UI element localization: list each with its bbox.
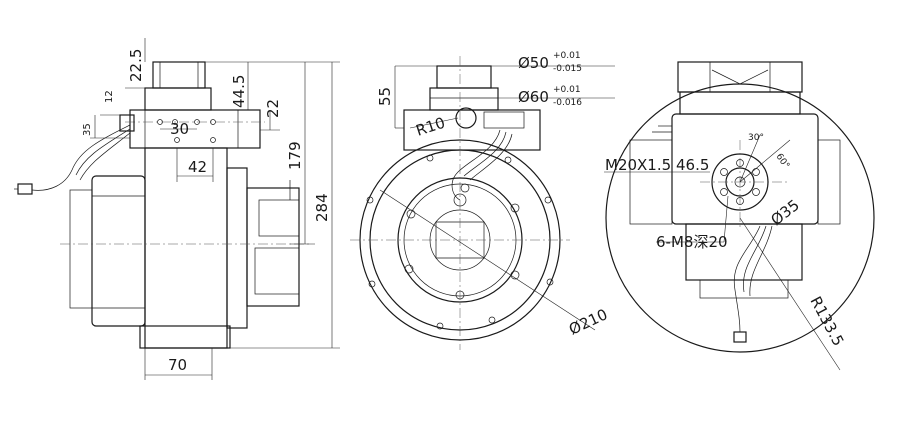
front-boss-flange bbox=[429, 87, 499, 111]
front-view: 55 Ø50 +0.01 -0.015 Ø60 +0.01 -0.016 R10… bbox=[350, 51, 615, 350]
detail-cable bbox=[733, 225, 761, 333]
gearbox bbox=[246, 187, 300, 307]
dim-phi50: Ø50 bbox=[518, 54, 549, 72]
side-view: 22.5 12 35 30 44.5 22 42 179 284 bbox=[14, 38, 340, 380]
side-cable bbox=[31, 124, 131, 191]
dim-r10: R10 bbox=[414, 114, 448, 140]
shaft-top-block bbox=[152, 61, 206, 89]
dim-angle-60: 60° bbox=[774, 152, 791, 171]
dim-30: 30 bbox=[170, 120, 189, 138]
dim-phi60: Ø60 bbox=[518, 88, 549, 106]
dim-12: 12 bbox=[104, 90, 115, 103]
detail-view: 30° 60° M20X1.5 46.5 Ø35 6-M8深20 R133.5 bbox=[604, 61, 875, 371]
detail-left-side bbox=[629, 139, 673, 225]
dim-44-5: 44.5 bbox=[230, 75, 248, 108]
cable-connector bbox=[17, 183, 33, 195]
dim-284: 284 bbox=[313, 193, 331, 222]
side-tab bbox=[119, 114, 135, 132]
dim-angle-30: 30° bbox=[748, 133, 764, 143]
right-housing bbox=[226, 167, 248, 329]
dim-phi210: Ø210 bbox=[566, 305, 610, 338]
detail-connector bbox=[733, 331, 747, 343]
front-boss-top bbox=[436, 65, 492, 89]
motor-base bbox=[139, 325, 231, 349]
dim-phi50-tol-up: +0.01 bbox=[553, 51, 581, 61]
dim-35: 35 bbox=[82, 123, 93, 136]
left-housing bbox=[91, 175, 146, 327]
dim-phi60-tol-dn: -0.016 bbox=[553, 98, 582, 108]
dim-179: 179 bbox=[286, 141, 304, 170]
front-cable bbox=[451, 129, 501, 201]
flange-block bbox=[144, 87, 212, 111]
motor-body bbox=[144, 147, 228, 349]
dim-42: 42 bbox=[188, 158, 207, 176]
r10-hole bbox=[455, 107, 477, 129]
dim-70: 70 bbox=[168, 356, 187, 374]
dim-r133-5: R133.5 bbox=[806, 293, 847, 349]
dim-46-5: 46.5 bbox=[676, 156, 709, 174]
detail-right-side bbox=[817, 139, 841, 225]
dim-phi60-tol-up: +0.01 bbox=[553, 85, 581, 95]
dim-holes: 6-M8深20 bbox=[656, 233, 728, 251]
dim-22: 22 bbox=[264, 99, 282, 118]
detail-top-block bbox=[677, 61, 803, 93]
dim-22-5: 22.5 bbox=[127, 49, 145, 82]
left-cap bbox=[69, 189, 93, 309]
dim-thread: M20X1.5 bbox=[605, 156, 671, 174]
dim-55: 55 bbox=[376, 87, 394, 106]
dim-phi50-tol-dn: -0.015 bbox=[553, 64, 582, 74]
